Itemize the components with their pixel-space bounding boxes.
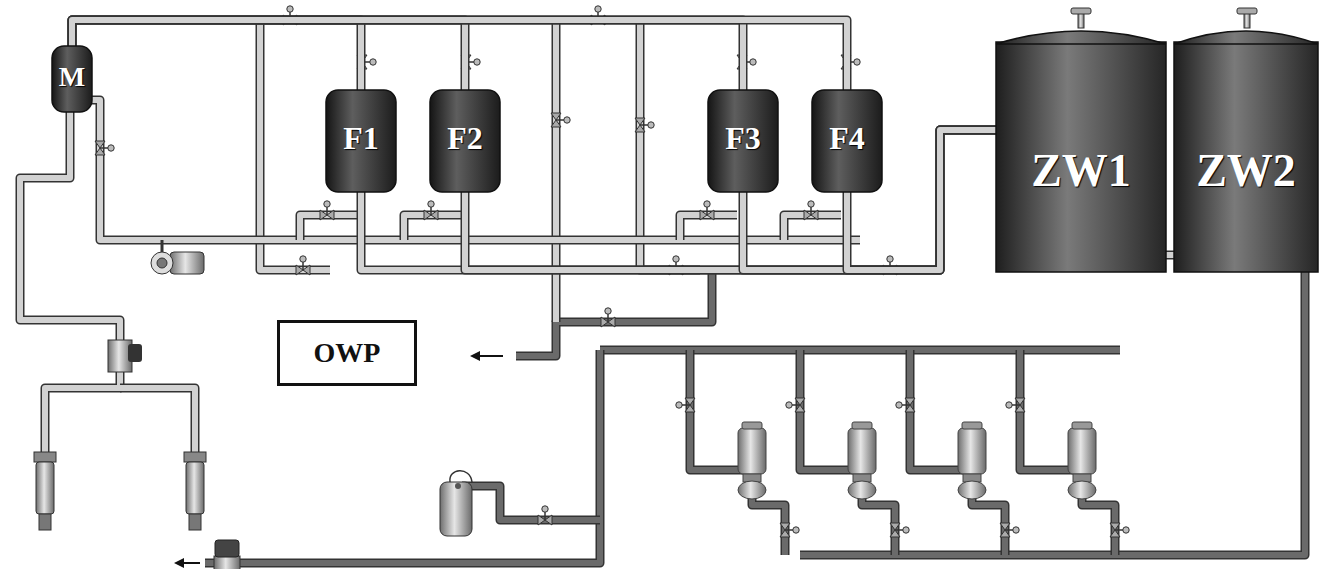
pipe-outline: [465, 130, 996, 270]
pipe-outline: [72, 20, 847, 90]
tank-shape: [1174, 24, 1318, 272]
vessel-body: [430, 90, 500, 192]
pipe-core: [72, 20, 847, 90]
pipe-core: [361, 130, 996, 270]
vessel-label: ZW2: [1196, 148, 1296, 194]
pressure-tank: [440, 471, 472, 536]
clean-water-pipes: [205, 270, 1305, 563]
filter-vessel: F1: [326, 90, 396, 192]
vessel-shape: [430, 90, 500, 192]
pipe-core: [1166, 252, 1174, 258]
raw-water-pipes: [20, 20, 860, 452]
pipe-connector: [72, 20, 743, 90]
tank-roof: [1174, 31, 1318, 44]
filter-vessel: F4: [812, 90, 882, 192]
tank-shape: [996, 24, 1166, 272]
vessel-label: F4: [829, 122, 865, 154]
pipe-connector: [72, 20, 361, 90]
vessel-shape: [326, 90, 396, 192]
pipe-outline: [72, 20, 361, 90]
pipe-outline: [743, 130, 996, 270]
pipe-connector: [847, 130, 996, 270]
vessel-body: [708, 90, 778, 192]
pipe-outline: [1166, 251, 1174, 260]
vessel-shape: [812, 90, 882, 192]
pipe-core: [72, 20, 465, 90]
vessel-shape: [52, 46, 92, 112]
pipe-connector: [465, 130, 996, 270]
roof-vents: [1071, 8, 1257, 28]
tank-body: [996, 42, 1166, 272]
filter-vessel: F2: [430, 90, 500, 192]
outflow-arrow: [174, 351, 503, 568]
pipe-outline: [72, 20, 465, 90]
storage-tank: ZW1: [996, 24, 1166, 272]
pump-symbols: [738, 422, 1096, 499]
pipe-outline: [361, 130, 996, 270]
flow-meter: [214, 540, 240, 569]
sludge-box: OWP: [277, 320, 417, 386]
pipe-outline: [847, 130, 996, 270]
pipe-connector: [72, 20, 465, 90]
box-label: OWP: [314, 339, 381, 367]
vessel-shape: [708, 90, 778, 192]
blower-symbol: [151, 240, 204, 274]
tank-roof: [996, 31, 1166, 44]
pipe-connector: [1166, 255, 1174, 256]
vessel-body: [52, 46, 92, 112]
filter-vessel: F3: [708, 90, 778, 192]
vessel-label: F2: [447, 122, 483, 154]
pipe-core: [465, 130, 996, 270]
pipe-connector: [743, 130, 996, 270]
pipe-core: [72, 20, 743, 90]
vessel-label: ZW1: [1031, 148, 1131, 194]
intake-pumps: [34, 340, 206, 530]
vessel-label: F1: [343, 122, 379, 154]
pipe-core: [847, 130, 996, 270]
valve-symbols: [95, 6, 1129, 537]
vessel-body: [812, 90, 882, 192]
pipe-core: [72, 20, 361, 90]
pipe-connector: [361, 130, 996, 270]
storage-tank: ZW2: [1174, 24, 1318, 272]
mixer-vessel: M: [52, 46, 92, 112]
tank-body: [1174, 42, 1318, 272]
pipe-outline: [72, 20, 743, 90]
vessel-label: M: [59, 63, 85, 91]
pipe-core: [743, 130, 996, 270]
vessel-body: [326, 90, 396, 192]
vessel-label: F3: [725, 122, 761, 154]
pipe-connector: [72, 20, 847, 90]
